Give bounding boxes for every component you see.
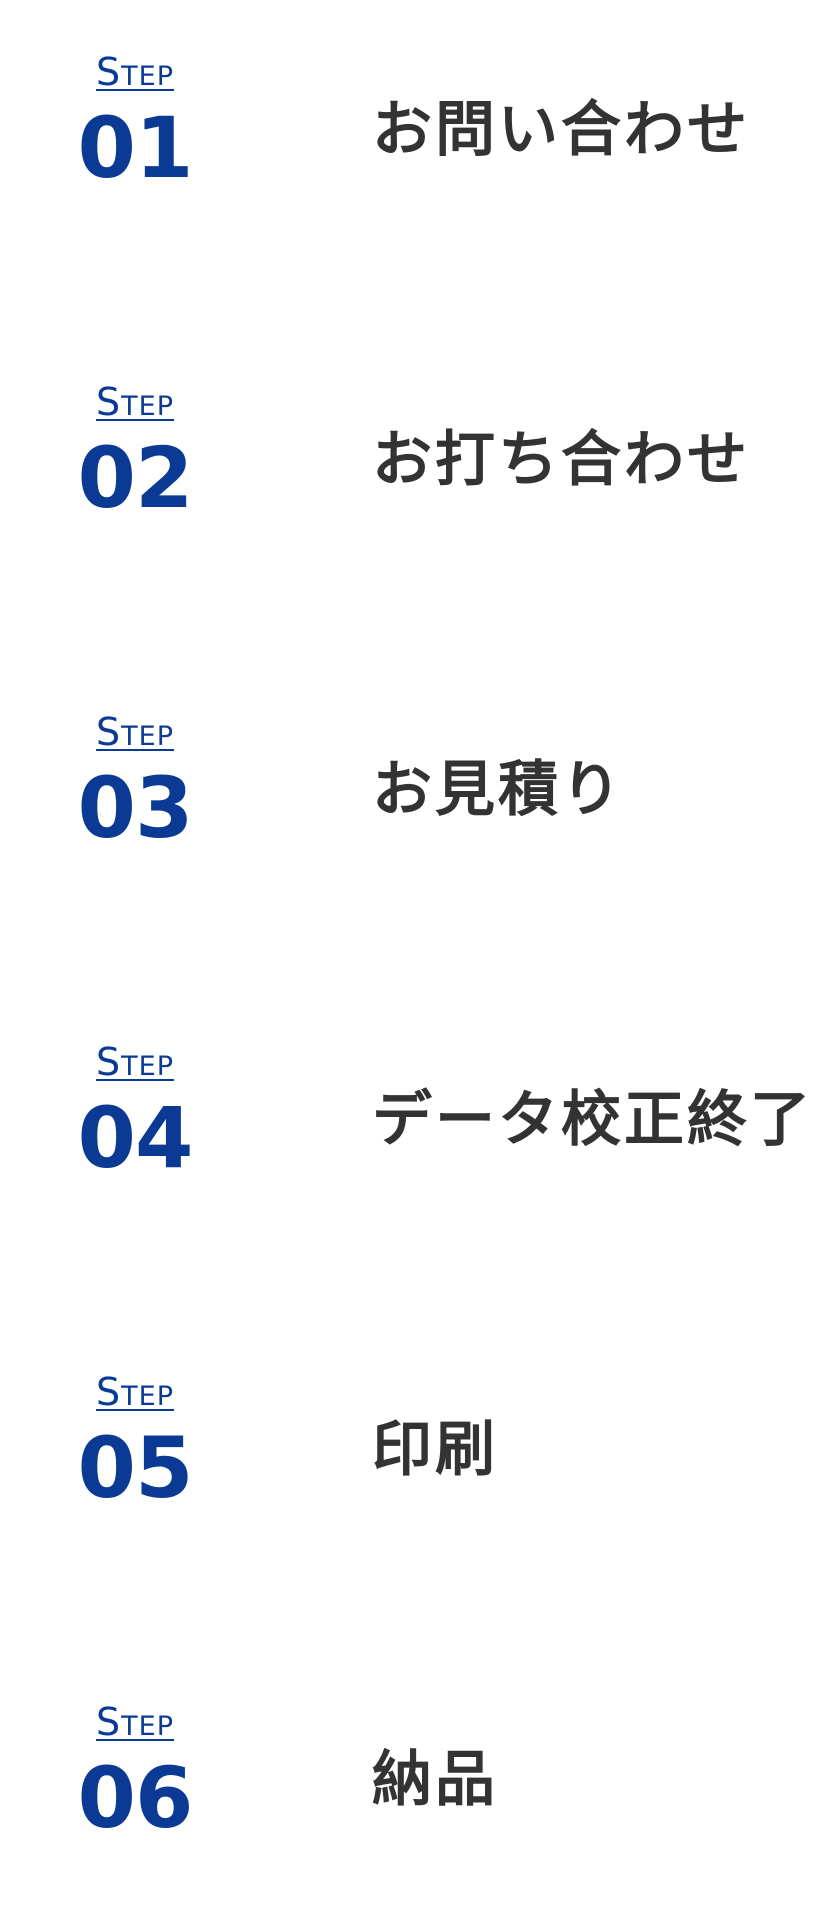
step-word: Step [96, 1370, 174, 1414]
step-item-03: Step 03 お見積り [0, 710, 822, 870]
step-word: Step [96, 1700, 174, 1744]
step-badge: Step 01 [0, 50, 270, 210]
step-number: 02 [77, 429, 194, 527]
step-title: お打ち合わせ [372, 425, 750, 495]
step-item-01: Step 01 お問い合わせ [0, 50, 822, 210]
step-badge: Step 04 [0, 1040, 270, 1200]
step-item-05: Step 05 印刷 [0, 1370, 822, 1530]
step-word: Step [96, 710, 174, 754]
step-number: 05 [77, 1419, 194, 1517]
step-word: Step [96, 50, 174, 94]
step-badge: Step 06 [0, 1700, 270, 1860]
step-title: お問い合わせ [372, 95, 750, 165]
step-number: 03 [77, 759, 194, 857]
step-title: 納品 [372, 1745, 498, 1815]
step-number: 04 [77, 1089, 194, 1187]
step-word: Step [96, 380, 174, 424]
step-badge: Step 03 [0, 710, 270, 870]
step-number: 01 [77, 99, 194, 197]
step-item-02: Step 02 お打ち合わせ [0, 380, 822, 540]
step-title: お見積り [372, 755, 624, 825]
step-item-04: Step 04 データ校正終了 [0, 1040, 822, 1200]
step-number: 06 [77, 1749, 194, 1847]
step-title: 印刷 [372, 1415, 498, 1485]
step-title: データ校正終了 [372, 1085, 813, 1155]
step-badge: Step 05 [0, 1370, 270, 1530]
step-word: Step [96, 1040, 174, 1084]
step-item-06: Step 06 納品 [0, 1700, 822, 1860]
step-badge: Step 02 [0, 380, 270, 540]
